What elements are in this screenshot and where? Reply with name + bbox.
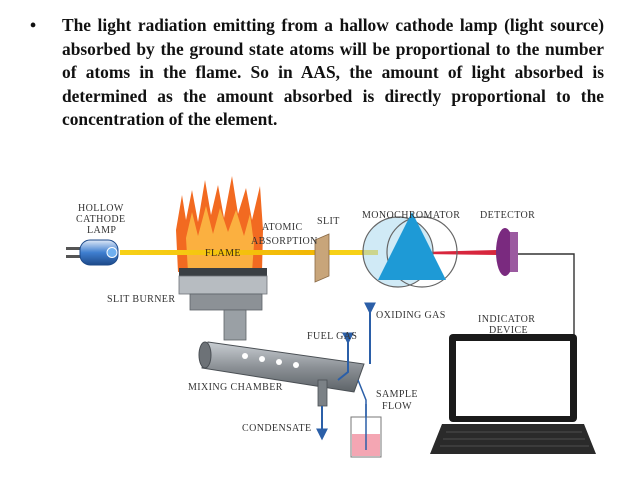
svg-text:FLOW: FLOW xyxy=(382,401,412,412)
sample-flow-label: SAMPLE FLOW xyxy=(376,389,418,412)
flame-inner xyxy=(186,206,254,272)
mixing-chamber xyxy=(198,341,365,407)
svg-text:DEVICE: DEVICE xyxy=(489,325,528,336)
atomic-absorption-label: ATOMIC ABSORPTION xyxy=(251,222,318,247)
svg-text:ATOMIC: ATOMIC xyxy=(262,222,303,233)
slit-burner xyxy=(178,268,268,341)
sample-flow-tube xyxy=(357,379,367,420)
hollow-cathode-lamp xyxy=(66,239,119,266)
flame-label: FLAME xyxy=(205,248,241,259)
mixing-chamber-label: MIXING CHAMBER xyxy=(188,382,283,393)
light-beam xyxy=(120,250,497,255)
bullet-paragraph: • The light radiation emitting from a ha… xyxy=(30,14,604,132)
hollow-cathode-lamp-label: HOLLOW CATHODE LAMP xyxy=(76,203,125,236)
indicator-device xyxy=(430,334,596,454)
fuel-gas-label: FUEL GAS xyxy=(307,331,357,342)
svg-text:CATHODE: CATHODE xyxy=(76,214,125,225)
slit xyxy=(314,233,330,283)
bullet-symbol: • xyxy=(30,15,37,35)
bullet-text: The light radiation emitting from a hall… xyxy=(62,15,604,129)
detector-cable xyxy=(518,253,575,352)
monochromator-label: MONOCHROMATOR xyxy=(362,210,460,221)
svg-text:HOLLOW: HOLLOW xyxy=(78,203,124,214)
indicator-device-label: INDICATOR DEVICE xyxy=(478,314,535,336)
sample-beaker xyxy=(350,404,382,458)
svg-text:LAMP: LAMP xyxy=(87,225,116,236)
fuel-gas-arrow xyxy=(337,332,354,381)
monochromator xyxy=(362,212,458,288)
svg-text:ABSORPTION: ABSORPTION xyxy=(251,236,318,247)
oxiding-gas-label: OXIDING GAS xyxy=(376,310,446,321)
svg-text:INDICATOR: INDICATOR xyxy=(478,314,535,325)
slit-burner-label: SLIT BURNER xyxy=(107,294,175,305)
flame-shape xyxy=(176,176,263,272)
detector-label: DETECTOR xyxy=(480,210,535,221)
svg-text:SAMPLE: SAMPLE xyxy=(376,389,418,400)
detector xyxy=(496,228,518,276)
slit-label: SLIT xyxy=(317,216,340,227)
condensate-label: CONDENSATE xyxy=(242,423,312,434)
